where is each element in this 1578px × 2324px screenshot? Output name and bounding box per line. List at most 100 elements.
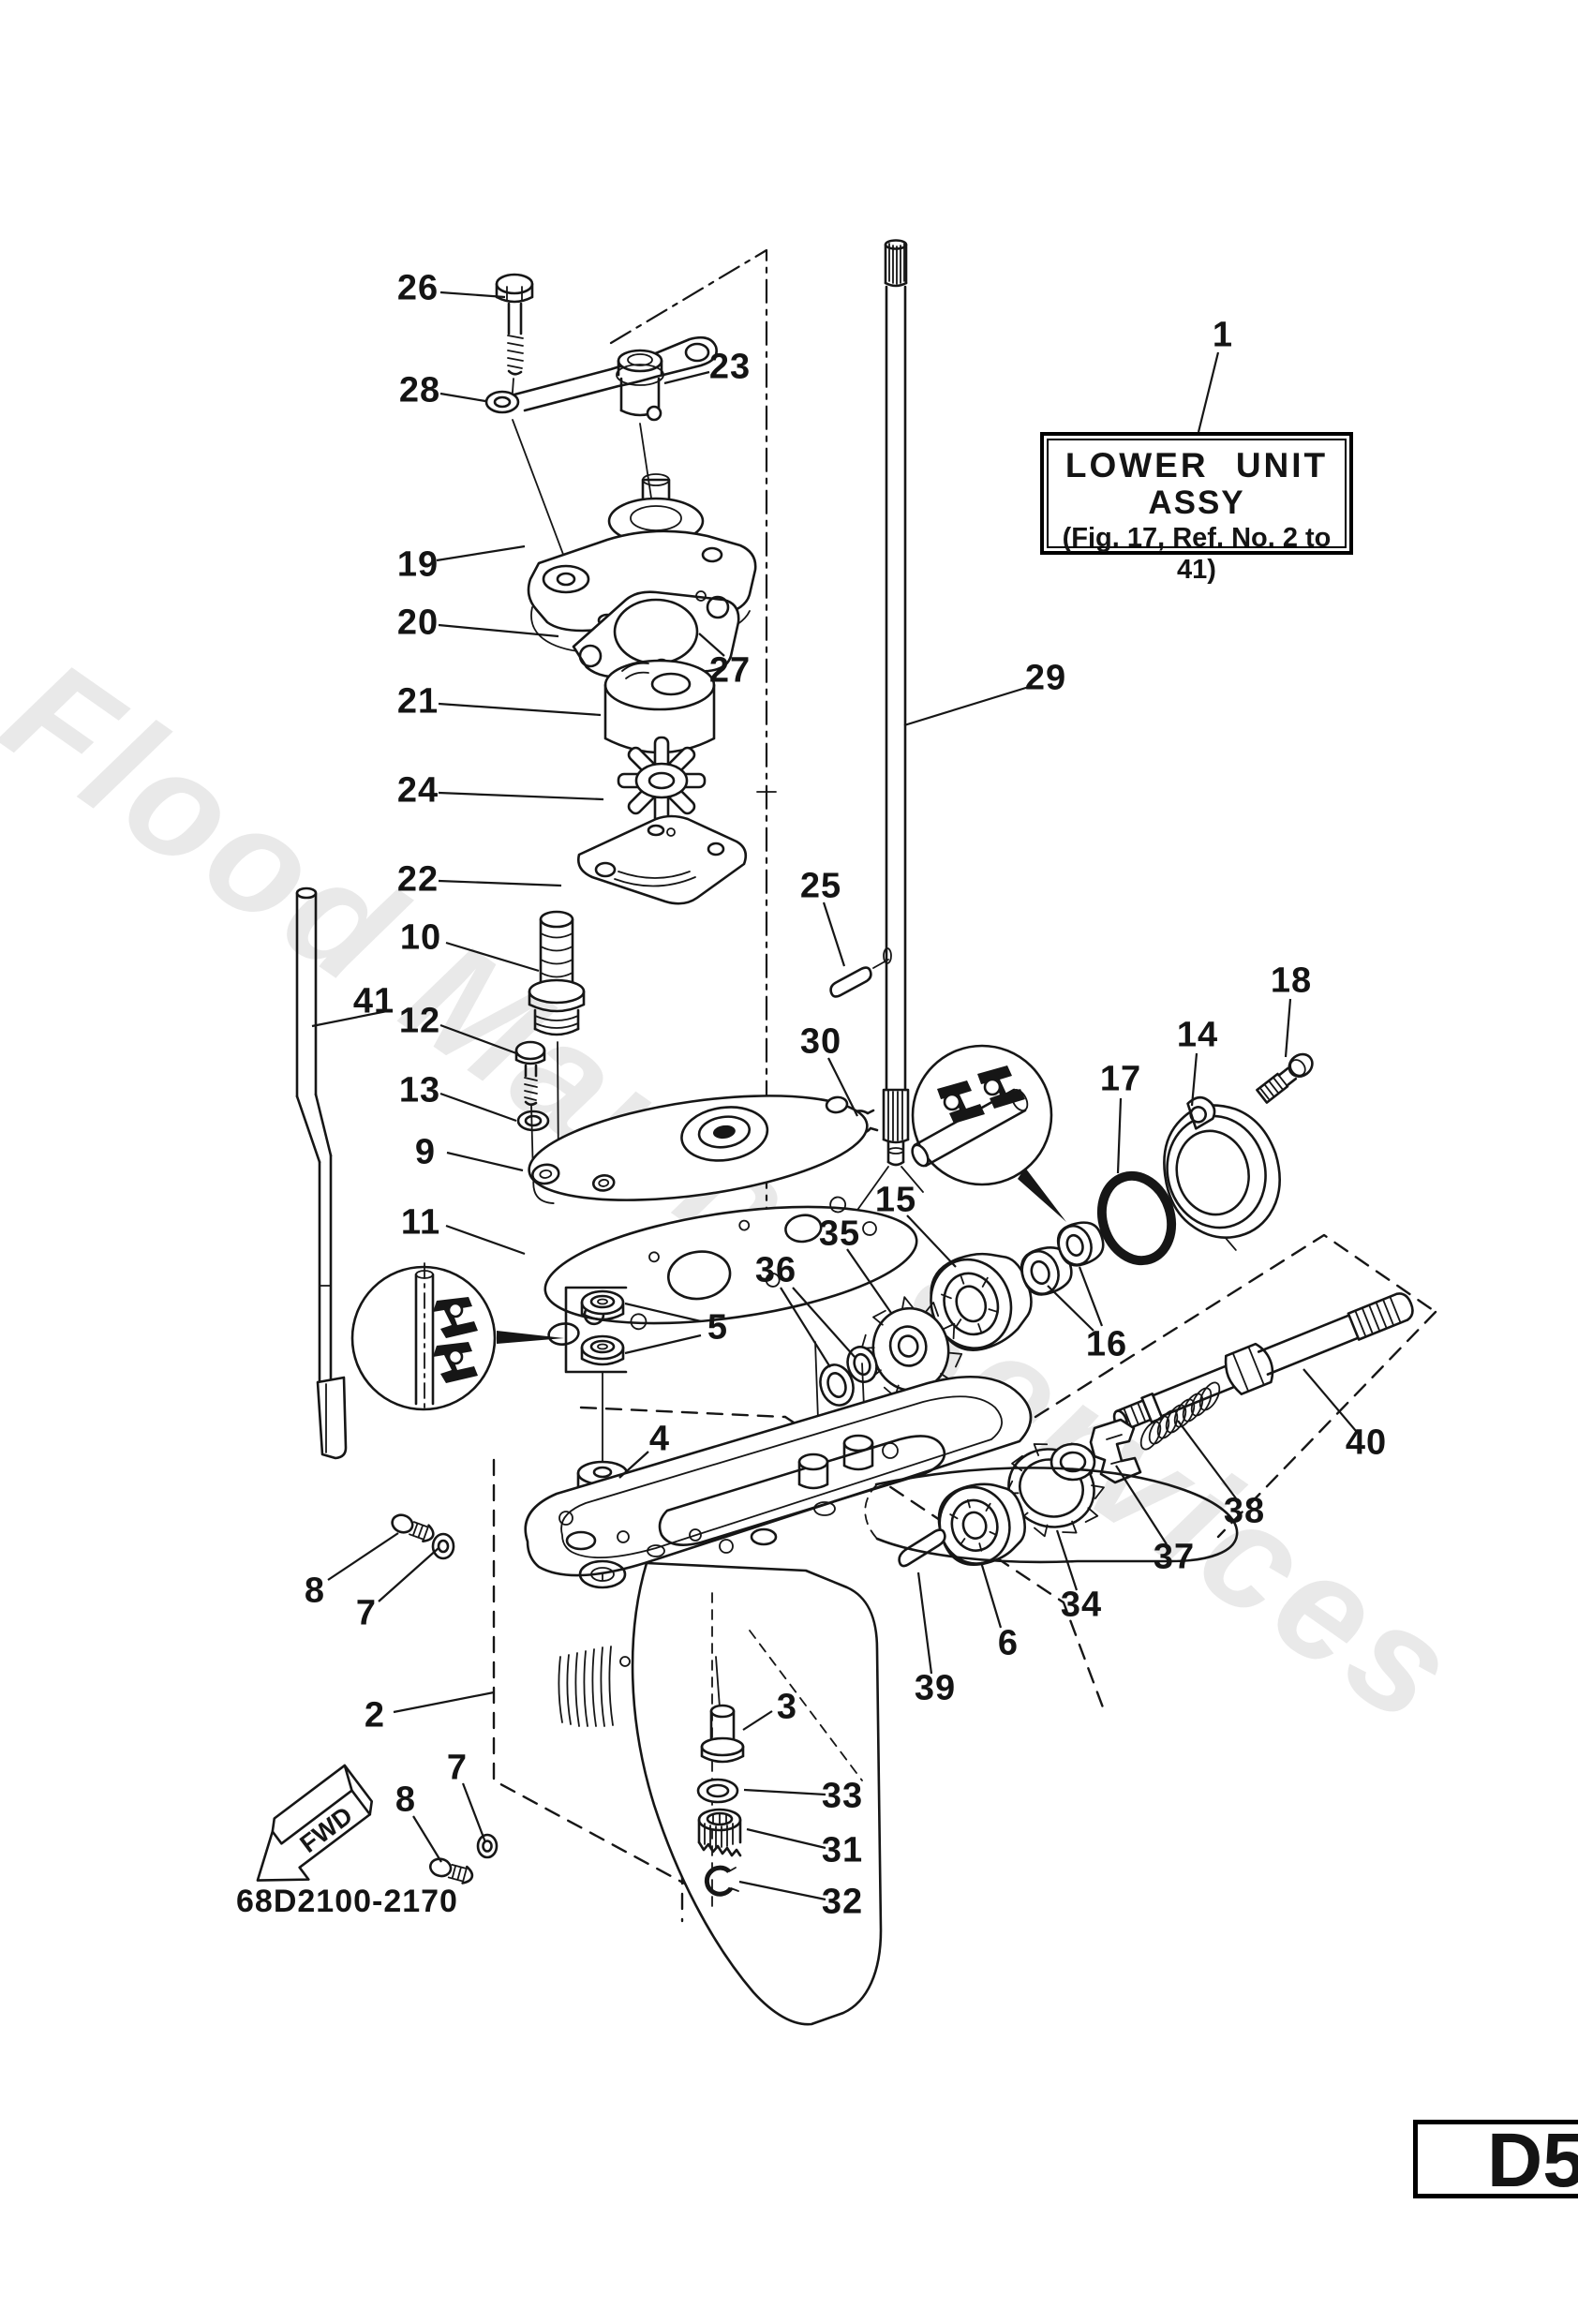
leader-line-7 <box>461 1782 487 1843</box>
leader-line-20 <box>438 623 559 638</box>
e-clip-32 <box>704 1865 739 1897</box>
bearings-5 <box>564 1286 628 1581</box>
plate-22 <box>577 814 748 905</box>
callout-33: 33 <box>821 1776 864 1816</box>
callout-29: 29 <box>1024 658 1067 698</box>
callout-11: 11 <box>400 1202 441 1243</box>
callout-27: 27 <box>708 650 752 691</box>
bolt-8a <box>391 1513 435 1542</box>
leader-line-7 <box>378 1547 439 1602</box>
callout-32: 32 <box>821 1882 864 1922</box>
bearing-housing-14 <box>1163 1095 1281 1251</box>
leader-line-31 <box>746 1827 826 1850</box>
leader-line-26 <box>439 290 506 299</box>
callout-35: 35 <box>818 1214 861 1254</box>
pin-39 <box>898 1528 946 1568</box>
callout-6: 6 <box>997 1623 1020 1663</box>
callout-30: 30 <box>799 1021 842 1062</box>
inset-circle-shift-clips <box>350 1262 564 1412</box>
plate-28 <box>484 335 718 414</box>
callout-9: 9 <box>414 1132 437 1172</box>
splined-nut-31 <box>697 1808 742 1857</box>
callout-16: 16 <box>1085 1324 1128 1364</box>
o-ring-17 <box>1096 1170 1177 1266</box>
leader-line-32 <box>738 1880 826 1901</box>
callout-14: 14 <box>1176 1015 1219 1055</box>
washer-33 <box>696 1778 739 1804</box>
callout-15: 15 <box>874 1180 917 1220</box>
seal-tube-23 <box>616 349 664 505</box>
leader-line-3 <box>742 1710 773 1731</box>
leader-line-21 <box>438 702 602 717</box>
callout-4: 4 <box>648 1419 671 1459</box>
leader-line-28 <box>439 392 486 403</box>
leader-line-36 <box>792 1287 856 1358</box>
leader-line-35 <box>846 1248 892 1314</box>
callout-40: 40 <box>1345 1423 1388 1463</box>
spring-38 <box>1139 1381 1221 1451</box>
drive-shaft <box>845 239 924 1227</box>
callout-3: 3 <box>776 1687 798 1727</box>
callout-20: 20 <box>396 603 439 643</box>
impeller-24 <box>617 736 707 826</box>
label-line-2: ASSY <box>1148 484 1245 521</box>
callout-5: 5 <box>707 1307 729 1348</box>
page-code: D5 <box>1487 2120 1578 2198</box>
leader-line-36 <box>780 1287 831 1368</box>
leader-line-12 <box>439 1023 517 1055</box>
leader-line-18 <box>1284 998 1292 1058</box>
leader-line-23 <box>663 370 710 385</box>
callout-24: 24 <box>396 770 439 811</box>
leader-line-37 <box>1115 1465 1168 1545</box>
leader-line-40 <box>1303 1368 1357 1432</box>
callout-10: 10 <box>399 917 442 958</box>
washer-13 <box>516 1105 550 1178</box>
callout-28: 28 <box>398 370 441 410</box>
inset-circle-prop-clips <box>911 1044 1066 1222</box>
leader-line-6 <box>979 1561 1003 1629</box>
page-code-box: D5 <box>1413 2120 1578 2198</box>
callout-8: 8 <box>304 1571 326 1611</box>
leader-line-29 <box>903 685 1030 727</box>
leader-line-9 <box>446 1151 524 1172</box>
leader-line-14 <box>1190 1052 1198 1107</box>
callout-25: 25 <box>799 866 842 906</box>
leader-line-15 <box>906 1214 957 1268</box>
anode-3 <box>700 1656 745 1764</box>
leader-line-16 <box>1078 1266 1104 1327</box>
leader-line-5 <box>624 1333 702 1355</box>
callout-13: 13 <box>398 1070 441 1110</box>
callout-41: 41 <box>352 981 395 1021</box>
leader-line-13 <box>439 1092 517 1123</box>
callout-2: 2 <box>364 1695 386 1736</box>
callout-26: 26 <box>396 268 439 308</box>
leader-line-1 <box>1197 351 1220 433</box>
leader-line-41 <box>311 1008 393 1028</box>
leader-line-30 <box>827 1057 858 1117</box>
callout-36: 36 <box>754 1250 797 1290</box>
label-line-3: (Fig. 17, Ref. No. 2 to 41) <box>1062 523 1332 585</box>
seal-housing-9 <box>528 1095 869 1204</box>
callout-21: 21 <box>396 681 439 722</box>
callout-31: 31 <box>821 1830 864 1870</box>
washer-7b <box>476 1833 499 1859</box>
assembly-label-box: LOWER UNIT ASSY (Fig. 17, Ref. No. 2 to … <box>1040 432 1353 585</box>
drawing-code: 68D2100-2170 <box>236 1884 458 1919</box>
washers-36 <box>819 1346 878 1407</box>
leader-line-39 <box>916 1572 933 1675</box>
leader-line-27 <box>698 633 725 657</box>
ball-bearing-6 <box>937 1482 1026 1566</box>
shift-rod <box>295 886 348 1460</box>
callout-12: 12 <box>398 1001 441 1041</box>
bolt-8b <box>428 1857 474 1885</box>
leader-line-4 <box>618 1451 649 1479</box>
dog-clutch-37 <box>1089 1418 1142 1484</box>
leader-line-8 <box>412 1815 442 1863</box>
callout-8: 8 <box>394 1780 417 1820</box>
callout-34: 34 <box>1060 1585 1103 1625</box>
leader-line-8 <box>327 1532 399 1581</box>
leader-line-2 <box>393 1691 495 1714</box>
leader-line-16 <box>1047 1285 1094 1332</box>
